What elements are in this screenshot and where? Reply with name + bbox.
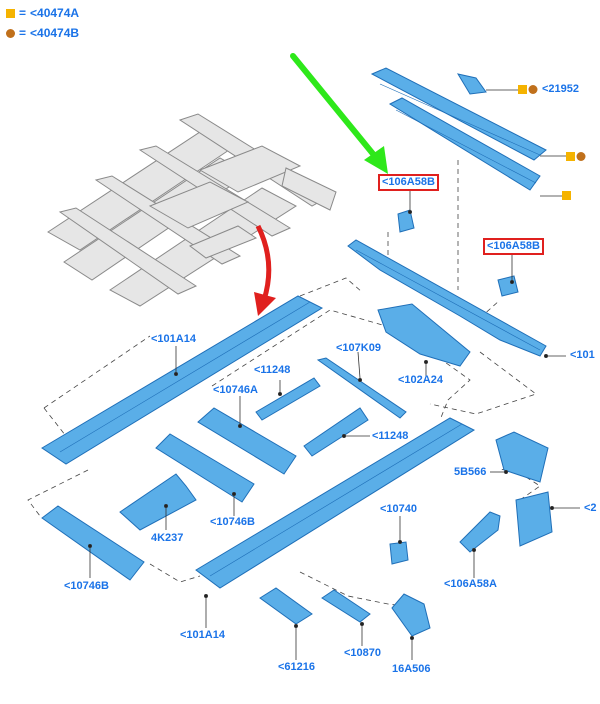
- part-crossmember-mid: [347, 239, 547, 357]
- callout-leaders: [88, 190, 580, 660]
- circle-fastener-icon: [6, 28, 15, 38]
- callout-106A58A[interactable]: <106A58A: [444, 578, 497, 590]
- part-10740: [389, 541, 409, 565]
- part-upper-crossmember: [370, 67, 547, 161]
- frame-parts: [41, 67, 553, 637]
- callout-107K09[interactable]: <107K09: [336, 342, 381, 354]
- part-rail-101A14-left: [41, 295, 324, 465]
- callout-5B566[interactable]: 5B566: [454, 466, 487, 478]
- callout-10740[interactable]: <10740: [380, 503, 418, 515]
- part-crossmember-10746A: [197, 407, 297, 475]
- part-61216: [259, 587, 313, 625]
- part-bracket-102A24: [377, 303, 471, 367]
- legend-row-40474B: = <40474B: [6, 26, 79, 40]
- callout-10746B-mid[interactable]: <10746B: [210, 516, 255, 528]
- part-bracket-11248-mid: [303, 407, 369, 457]
- callout-11248-mid[interactable]: <11248: [372, 430, 409, 442]
- part-bracket-21952: [456, 73, 487, 95]
- part-bracket-106A58B-left: [397, 209, 415, 233]
- part-10870: [321, 589, 371, 623]
- callout-2[interactable]: <2: [584, 502, 597, 514]
- part-crossmember-rear: [388, 97, 541, 191]
- callout-61216[interactable]: <61216: [278, 661, 316, 673]
- green-pointer-arrow: [290, 53, 388, 174]
- legend-label-40474B[interactable]: <40474B: [30, 26, 80, 40]
- callout-16A506[interactable]: 16A506: [392, 663, 431, 675]
- square-fastener-icon: [6, 8, 15, 18]
- legend-label-40474A[interactable]: <40474A: [30, 6, 80, 20]
- part-16A506: [391, 593, 431, 637]
- part-crossmember-10746B-left: [41, 505, 145, 581]
- callout-4K237[interactable]: 4K237: [151, 532, 184, 544]
- part-bracket-106A58B-right: [497, 275, 519, 297]
- callout-106A58B-top[interactable]: <106A58B: [378, 174, 439, 191]
- callout-101A14-bottom[interactable]: <101A14: [180, 629, 225, 641]
- callout-101[interactable]: <101: [570, 349, 595, 361]
- part-4K237: [119, 473, 197, 531]
- fastener-symbols: [486, 85, 586, 200]
- part-rail-101A14-right: [195, 417, 476, 589]
- callout-10870[interactable]: <10870: [344, 647, 382, 659]
- callout-106A58B-right[interactable]: <106A58B: [483, 238, 544, 255]
- callout-10746B-left[interactable]: <10746B: [64, 580, 109, 592]
- callout-102A24[interactable]: <102A24: [398, 374, 443, 386]
- legend-row-40474A: = <40474A: [6, 6, 79, 20]
- part-bracket-2: [515, 491, 553, 547]
- part-detail-lines: [59, 83, 541, 577]
- legend-equals: =: [19, 26, 27, 40]
- frame-overview-illustration: [47, 113, 337, 307]
- callout-11248-top[interactable]: <11248: [254, 364, 291, 376]
- legend-equals: =: [19, 6, 27, 20]
- part-crossmember-10746B-mid: [155, 433, 255, 503]
- red-pointer-arrow: [254, 224, 276, 316]
- part-5B566: [495, 431, 549, 483]
- callout-10746A[interactable]: <10746A: [213, 384, 258, 396]
- part-bracket-106A58A: [459, 511, 501, 553]
- callout-21952[interactable]: <21952: [542, 83, 580, 95]
- part-brace-107K09: [316, 357, 407, 419]
- part-bracket-11248-top: [255, 377, 321, 421]
- callout-101A14-top[interactable]: <101A14: [151, 333, 196, 345]
